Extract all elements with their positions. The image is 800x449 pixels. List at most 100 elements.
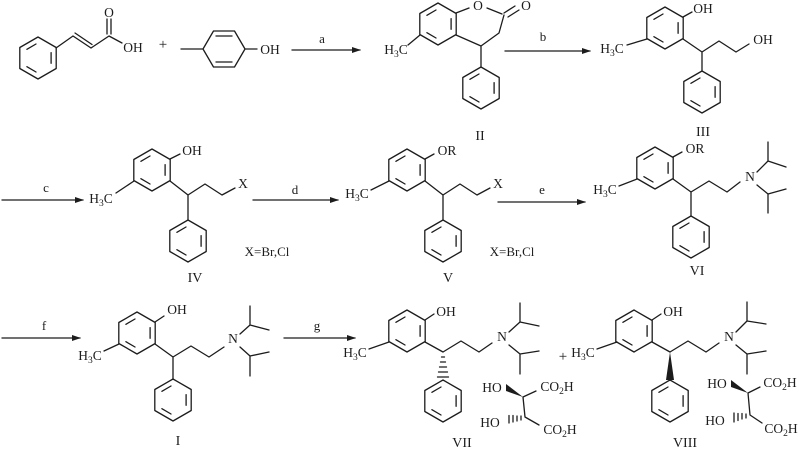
compound-vii-tartrate-salt: H3C OH N VII HO CO2H HO CO2H <box>343 302 577 449</box>
cresol-ring <box>133 148 171 192</box>
phenol-oh-label: OH <box>167 302 187 317</box>
bonds <box>368 302 540 375</box>
arrow-step-b: b <box>504 29 591 54</box>
compound-label-vii: VII <box>452 436 472 449</box>
phenol-oh-label: OH <box>663 304 683 319</box>
phenol-oh-label: OH <box>260 42 280 57</box>
compound-label-viii: VIII <box>673 436 697 449</box>
hydroxyl-ho-label: HO <box>705 413 725 428</box>
phenyl-ring <box>683 70 721 114</box>
hydroxyl-ho-label: HO <box>480 415 500 430</box>
cresol-ring <box>615 309 653 353</box>
hashed-wedge-bond <box>508 414 522 424</box>
hydroxyl-ho-label: HO <box>707 376 727 391</box>
step-label-b: b <box>540 29 547 44</box>
phenyl-ring <box>424 219 462 263</box>
compound-viii-tartrate-salt: H3C OH N VIII HO CO2H HO CO2H <box>571 301 798 449</box>
chain-oh-label: OH <box>753 32 773 47</box>
plus-sign: + <box>559 349 567 365</box>
tartaric-acid-counterion: HO CO2H HO CO2H <box>705 375 798 439</box>
bonds <box>370 153 491 221</box>
arrow-step-g: g <box>283 318 356 341</box>
phenyl-ring <box>169 219 207 263</box>
carboxyl-label: CO2H <box>764 421 798 439</box>
bonds <box>180 30 258 68</box>
bonds <box>115 153 236 221</box>
phenyl-ring <box>154 378 192 422</box>
step-label-g: g <box>314 318 321 333</box>
step-label-f: f <box>42 318 47 333</box>
cresol-ring <box>388 309 426 353</box>
phenyl-ring <box>672 215 710 259</box>
methyl-label: H3C <box>89 191 113 209</box>
benzene-ring <box>419 2 457 46</box>
protected-or-label: OR <box>686 141 705 156</box>
bonds <box>596 301 767 375</box>
methyl-label: H3C <box>593 182 617 200</box>
hashed-wedge-bond <box>436 356 450 378</box>
acid-oh-label: OH <box>123 40 143 55</box>
methyl-label: H3C <box>600 41 624 59</box>
plus-sign: + <box>159 37 167 53</box>
compound-label-ii: II <box>475 129 485 144</box>
hashed-wedge-bond <box>733 412 747 423</box>
compound-label-vi: VI <box>690 264 705 279</box>
reactant-cinnamic-acid: O OH <box>19 5 143 80</box>
cresol-ring <box>118 311 156 355</box>
arrow-step-c: c <box>1 180 84 203</box>
reactant-p-cresol: OH <box>180 30 280 68</box>
arrow-step-d: d <box>252 182 339 203</box>
compound-label-iv: IV <box>188 271 203 286</box>
methyl-label: H3C <box>571 345 595 363</box>
ring-o-label: O <box>473 0 483 13</box>
methyl-label: H3C <box>343 345 367 363</box>
bonds <box>407 5 520 68</box>
compound-i-tolterodine-base: H3C OH N I <box>78 302 270 449</box>
protected-or-label: OR <box>438 143 457 158</box>
compound-iii-diol: H3C OH OH III <box>600 1 773 140</box>
carbonyl-o-label: O <box>521 0 531 13</box>
halide-x-label: X <box>238 176 248 191</box>
step-label-a: a <box>319 31 325 46</box>
compound-v-protected-halide: H3C OR X X=Br,Cl V <box>345 143 535 286</box>
phenyl-ring <box>424 379 462 423</box>
phenyl-ring <box>651 379 689 423</box>
tartaric-acid-counterion: HO CO2H HO CO2H <box>480 379 577 440</box>
bold-wedge-bond <box>666 352 674 380</box>
bonds <box>522 390 540 426</box>
arrow-step-e: e <box>497 182 586 205</box>
amine-n-label: N <box>745 169 755 184</box>
bold-wedge-bond <box>731 380 748 393</box>
cresol-ring <box>388 148 426 192</box>
compound-vi-protected-amine: H3C OR N VI <box>593 141 787 279</box>
methyl-label: H3C <box>345 186 369 204</box>
carboxyl-label: CO2H <box>763 375 797 393</box>
compound-label-i: I <box>176 434 181 449</box>
bonds <box>55 18 123 49</box>
amine-n-label: N <box>724 329 734 344</box>
bold-wedge-bond <box>506 384 523 397</box>
cresol-ring <box>636 146 674 190</box>
halide-x-label: X <box>493 176 503 191</box>
carboxyl-label: CO2H <box>543 422 577 440</box>
step-label-c: c <box>43 180 49 195</box>
step-label-e: e <box>539 182 545 197</box>
step-label-d: d <box>292 182 299 197</box>
phenyl-ring <box>462 66 500 110</box>
compound-ii-lactone: H3C O O II <box>384 0 531 144</box>
benzene-ring <box>19 36 57 80</box>
halide-definition: X=Br,Cl <box>490 244 535 259</box>
phenol-oh-label: OH <box>693 1 713 16</box>
methyl-label: H3C <box>78 348 102 366</box>
compound-label-iii: III <box>696 125 710 140</box>
compound-iv-halide: H3C OH X X=Br,Cl IV <box>89 143 290 286</box>
bonds <box>626 11 750 72</box>
arrow-step-a: a <box>291 31 361 53</box>
phenol-oh-label: OH <box>436 304 456 319</box>
bonds <box>618 141 787 217</box>
carbonyl-o-label: O <box>104 5 114 20</box>
cresol-ring <box>646 6 684 50</box>
hydroxyl-ho-label: HO <box>482 380 502 395</box>
